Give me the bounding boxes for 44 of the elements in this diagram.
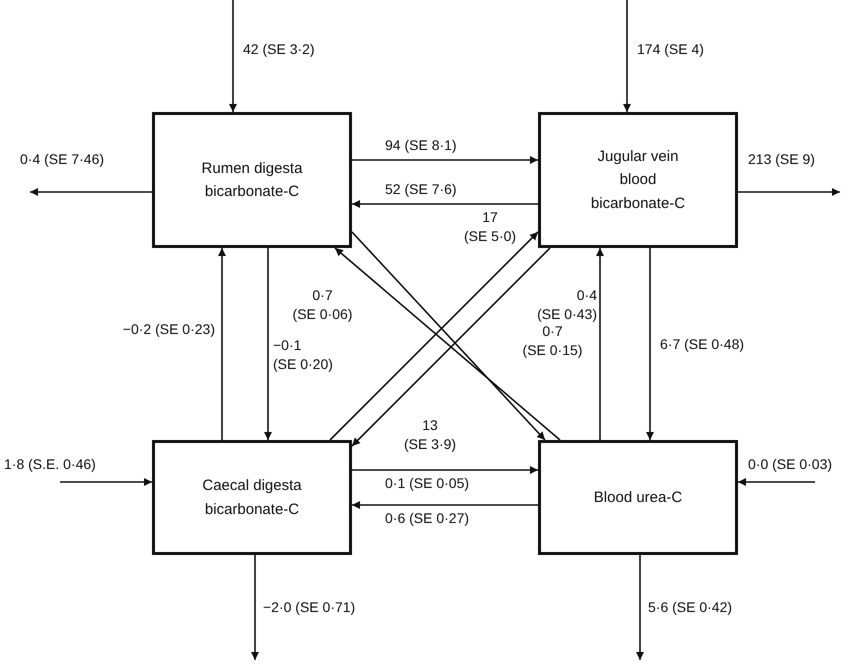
arrow [218,248,226,440]
edge-label: 42 (SE 3·2) [243,40,316,59]
edge-label: 0·0 (SE 0·03) [748,455,834,474]
edge-label: −0·2 (SE 0·23) [122,320,215,339]
arrow [251,555,259,660]
compartment-label: Rumen digesta bicarbonate-C [200,158,304,202]
compartment-label: Jugular vein blood bicarbonate-C [590,147,686,214]
edge-label: 1·8 (S.E. 0·46) [4,455,97,474]
arrow [352,501,538,509]
edge-label: 5·6 (SE 0·42) [648,598,734,617]
edge-label: 94 (SE 8·1) [385,136,458,155]
compartment-label: Caecal digesta bicarbonate-C [201,476,303,520]
edge-label: 0·7 (SE 0·15) [522,322,584,360]
compartment-box [152,112,352,248]
edge-label: −2·0 (SE 0·71) [263,598,356,617]
compartment-label: Blood urea-C [594,488,682,508]
edge-label: 6·7 (SE 0·48) [660,335,746,354]
compartment-box [538,440,738,555]
arrow [596,248,604,440]
arrow [60,478,152,486]
edge-label: 13 (SE 3·9) [402,416,458,454]
arrow [352,200,538,208]
arrow [30,188,152,196]
arrow [636,555,644,660]
arrow [646,248,654,440]
edge-label: 17 (SE 5·0) [462,208,518,246]
edge-label: 0·1 (SE 0·05) [385,474,470,493]
arrow [229,0,237,112]
edge-label: 0·4 (SE 7·46) [20,150,106,169]
arrow [738,478,815,486]
arrow [623,0,631,112]
edge-label: 0·6 (SE 0·27) [385,509,470,528]
arrow [352,156,538,164]
edge-label: 174 (SE 4) [637,40,705,59]
edge-label: −0·1 (SE 0·20) [273,336,334,374]
compartment-box [538,112,738,248]
compartment-box [152,440,352,555]
edge-label: 0·4 (SE 0·43) [536,286,597,324]
arrow [264,248,272,440]
arrow [738,188,840,196]
edge-label: 0·7 (SE 0·06) [292,286,354,324]
edge-label: 52 (SE 7·6) [385,180,458,199]
edge-label: 213 (SE 9) [748,150,816,169]
arrow [352,466,538,474]
